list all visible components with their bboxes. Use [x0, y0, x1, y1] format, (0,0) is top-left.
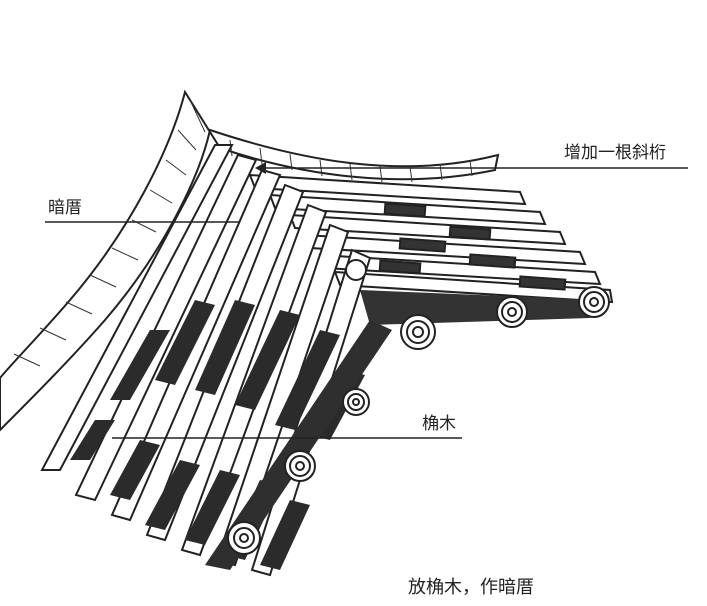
figure-caption: 放桷木，作暗厝 — [408, 577, 534, 598]
arrow-head — [255, 162, 266, 174]
label-rafter: 桷木 — [420, 414, 458, 434]
right-rafters — [248, 173, 614, 304]
hip-node — [345, 259, 367, 281]
label-extra-purlin: 增加一根斜桁 — [562, 143, 668, 163]
log-end-2 — [496, 296, 528, 328]
log-end-1 — [400, 314, 436, 350]
left-purlin-shadow — [205, 320, 392, 570]
log-end-4 — [342, 388, 370, 416]
purlin-log-ends — [227, 286, 610, 555]
log-end-5 — [284, 450, 316, 482]
leader-lines — [45, 162, 688, 439]
log-end-3 — [578, 286, 610, 318]
label-hidden-rafter: 暗厝 — [46, 198, 84, 218]
eave-board — [0, 89, 500, 432]
log-end-6 — [227, 521, 261, 555]
